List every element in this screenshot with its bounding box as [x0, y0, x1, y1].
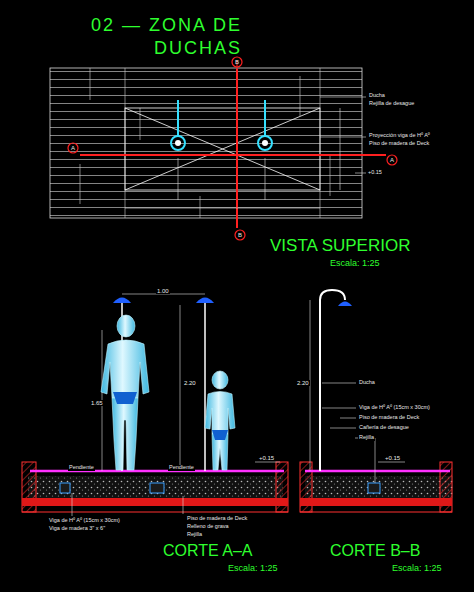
annotation: Viga de Hº Aº (15cm x 30cm) [48, 518, 121, 524]
section-a [22, 294, 288, 516]
view-title: Escala: 1:25 [228, 564, 278, 573]
annotation: Rejilla de desague [368, 101, 415, 107]
annotation: Proyección viga de Hº Aº [368, 133, 431, 139]
callout-letter: B [235, 59, 239, 65]
annotation: Rejilla [186, 532, 203, 538]
callout-letter: A [71, 145, 75, 151]
callout-letter: B [238, 232, 242, 238]
view-title: Escala: 1:25 [392, 564, 442, 573]
annotation: 2.20 [183, 380, 197, 386]
view-title: CORTE B–B [330, 543, 420, 559]
view-title: CORTE A–A [163, 543, 253, 559]
annotation: 1.65 [90, 400, 104, 406]
drawing-title: 02 — ZONA DE DUCHAS [86, 14, 242, 59]
annotation: Pendiente [68, 465, 95, 471]
annotation: Pendiente [168, 465, 195, 471]
annotation: Ducha [368, 93, 386, 99]
annotation: Relleno de grava [186, 524, 230, 530]
annotation: +0.15 [367, 170, 383, 176]
annotation: 2.20 [296, 380, 310, 386]
section-b [300, 290, 453, 512]
annotation: Viga de madera 3" x 6" [48, 526, 106, 532]
annotation: Cañería de desague [358, 425, 410, 431]
annotation: +0.15 [258, 455, 275, 461]
view-title: VISTA SUPERIOR [270, 237, 410, 254]
annotation: Piso de madera de Deck [368, 141, 430, 147]
plan-view [50, 57, 397, 240]
view-title: Escala: 1:25 [330, 259, 380, 268]
annotation: +0.15 [384, 455, 401, 461]
annotation: Piso de madera de Deck [186, 516, 248, 522]
annotation: Rejilla [358, 435, 375, 441]
annotation: Piso de madera de Deck [358, 415, 420, 421]
annotation: Viga de Hº Aº (15cm x 30cm) [358, 405, 431, 411]
annotation: Ducha [358, 380, 376, 386]
annotation: 1.00 [156, 288, 170, 294]
callout-letter: A [390, 157, 394, 163]
